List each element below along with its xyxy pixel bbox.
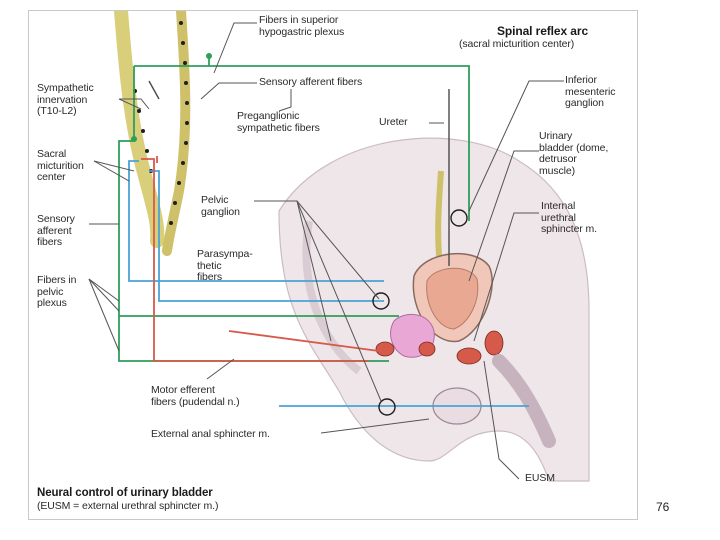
lower-ganglion-marker <box>378 398 396 416</box>
caption-title: Neural control of urinary bladder <box>37 487 213 499</box>
label-motor-efferent: Motor efferent fibers (pudendal n.) <box>151 384 240 408</box>
label-sensory-afferent-left: Sensory afferent fibers <box>37 213 75 248</box>
label-preganglionic: Preganglionic sympathetic fibers <box>237 110 320 134</box>
label-ureter: Ureter <box>379 116 408 128</box>
page-number: 76 <box>656 500 670 514</box>
label-parasympathetic: Parasympa- thetic fibers <box>197 248 253 283</box>
diagram-title: Spinal reflex arc <box>497 24 589 38</box>
leader-lines <box>88 22 564 480</box>
label-inferior-mesenteric: Inferior mesenteric ganglion <box>565 74 616 109</box>
inferior-mesenteric-marker <box>450 209 468 227</box>
urethra-penis <box>492 354 556 448</box>
label-fibers-superior-hypogastric: Fibers in superior hypogastric plexus <box>259 14 345 38</box>
anatomy-illustration <box>88 11 590 482</box>
pelvic-ganglion-marker <box>372 292 390 310</box>
diagram-figure: Spinal reflex arc (sacral micturition ce… <box>28 10 638 520</box>
label-eusm: EUSM <box>525 472 555 484</box>
label-urinary-bladder: Urinary bladder (dome, detrusor muscle) <box>539 130 609 177</box>
vertebral-column <box>162 11 191 256</box>
label-sensory-afferent-top: Sensory afferent fibers <box>259 76 363 88</box>
green-nodes <box>131 53 212 142</box>
label-internal-urethral: Internal urethral sphincter m. <box>541 200 597 235</box>
label-sacral-micturition: Sacral micturition center <box>37 148 84 183</box>
ureter <box>435 170 444 257</box>
caption-note: (EUSM = external urethral sphincter m.) <box>37 500 219 512</box>
label-external-anal: External anal sphincter m. <box>151 428 270 440</box>
spinal-cord <box>114 11 165 248</box>
motor-efferent-fibers <box>141 156 380 362</box>
fiber-lines-dark <box>148 80 450 266</box>
bladder-lumen <box>426 267 479 330</box>
label-fibers-pelvic-plexus: Fibers in pelvic plexus <box>37 274 77 309</box>
label-sympathetic-innervation: Sympathetic innervation (T10-L2) <box>37 82 94 117</box>
ganglia <box>375 330 504 365</box>
label-pelvic-ganglion: Pelvic ganglion <box>201 194 240 218</box>
diagram-subtitle: (sacral micturition center) <box>459 38 575 50</box>
